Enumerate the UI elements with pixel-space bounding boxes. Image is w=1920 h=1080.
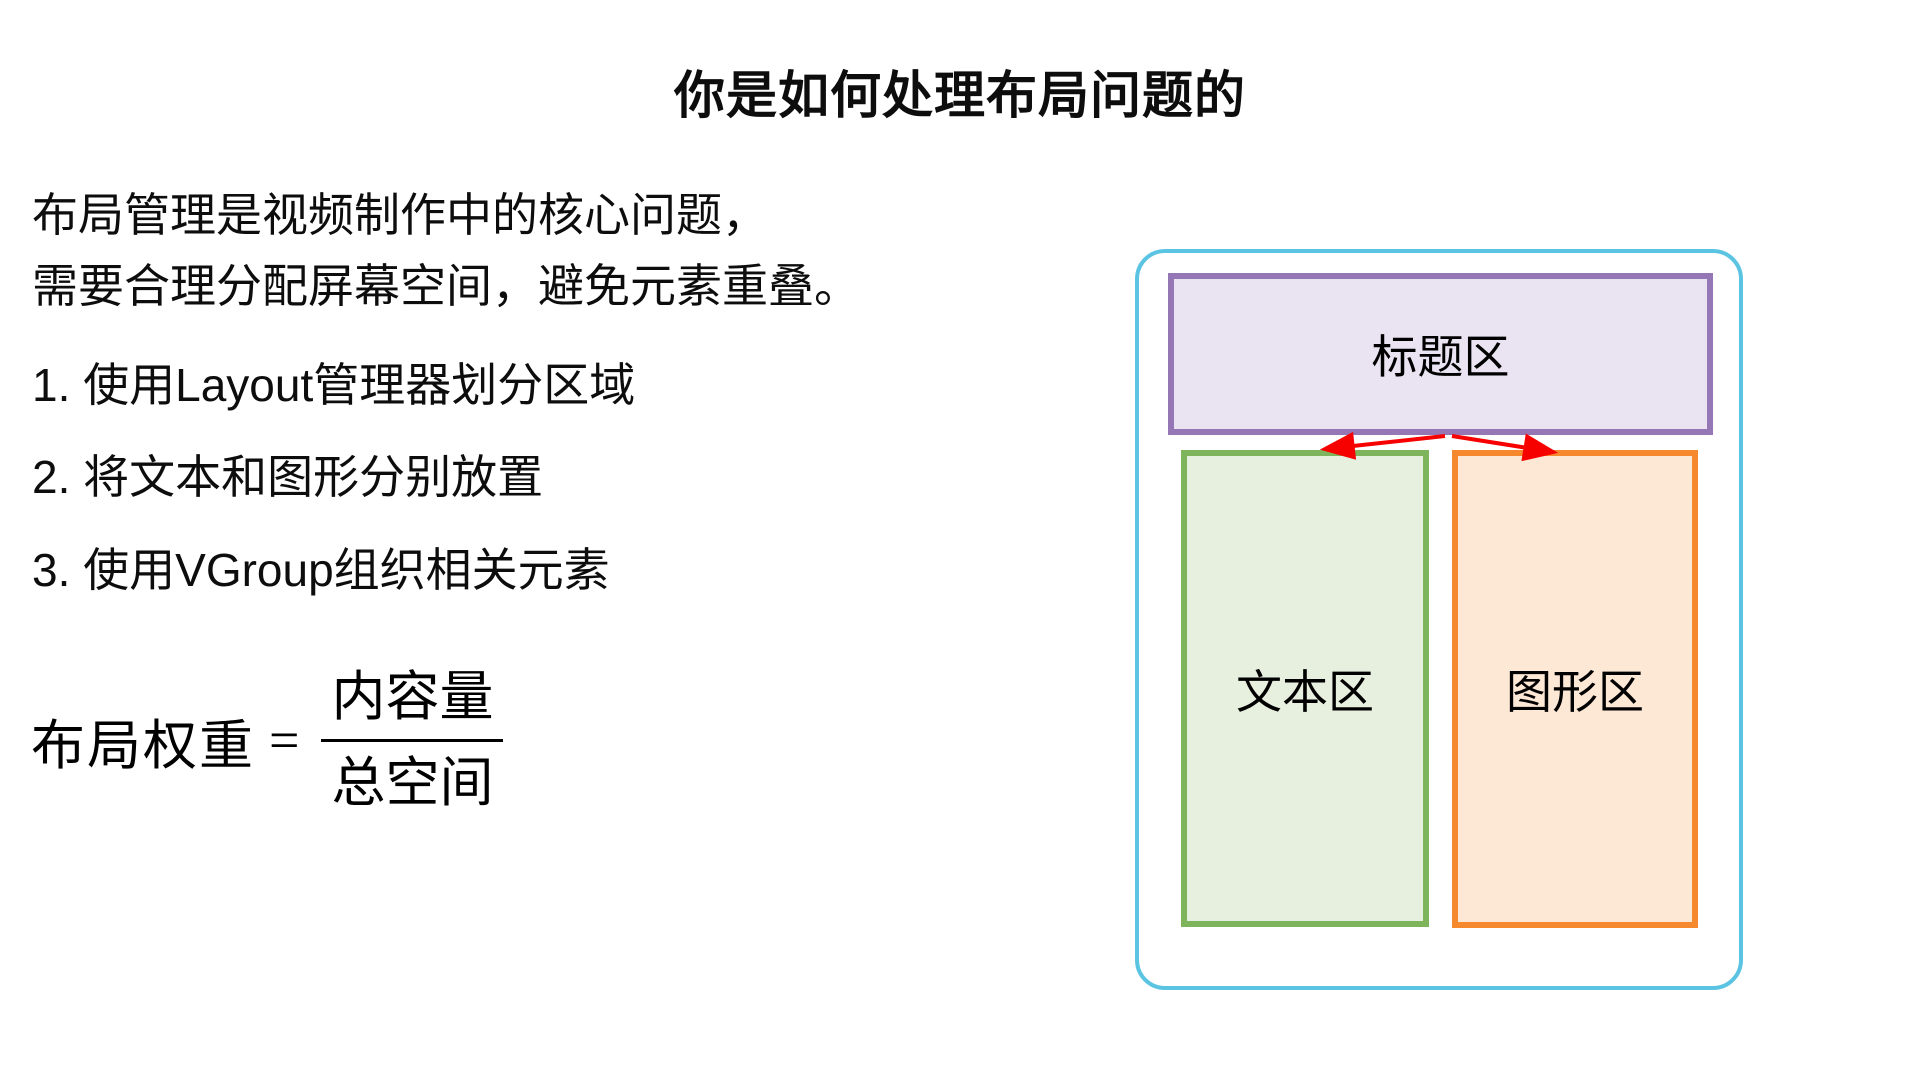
layout-diagram: 标题区 文本区 图形区: [1135, 249, 1743, 990]
text-area-box: 文本区: [1181, 450, 1429, 927]
equals-sign: =: [269, 710, 300, 771]
step-item-2: 2. 将文本和图形分别放置: [32, 451, 544, 503]
intro-line-2: 需要合理分配屏幕空间，避免元素重叠。: [32, 260, 860, 312]
text-area-label: 文本区: [1236, 665, 1374, 718]
graphics-area-label: 图形区: [1506, 666, 1644, 718]
step-item-3: 3. 使用VGroup组织相关元素: [32, 544, 610, 596]
graphics-area-box: 图形区: [1452, 450, 1698, 928]
fraction: 内容量 总空间: [321, 665, 504, 816]
fraction-denominator: 总空间: [321, 738, 504, 816]
title-area-label: 标题区: [1371, 331, 1510, 383]
step-item-1: 1. 使用Layout管理器划分区域: [32, 359, 636, 411]
fraction-numerator: 内容量: [331, 667, 494, 727]
page-title: 你是如何处理布局问题的: [673, 67, 1246, 124]
formula-lhs: 布局权重: [31, 715, 255, 776]
intro-line-1: 布局管理是视频制作中的核心问题，: [32, 189, 768, 241]
layout-weight-formula: 布局权重 = 内容量 总空间: [31, 665, 504, 816]
arrow-left: [1319, 431, 1446, 460]
title-area-box: 标题区: [1168, 273, 1713, 435]
